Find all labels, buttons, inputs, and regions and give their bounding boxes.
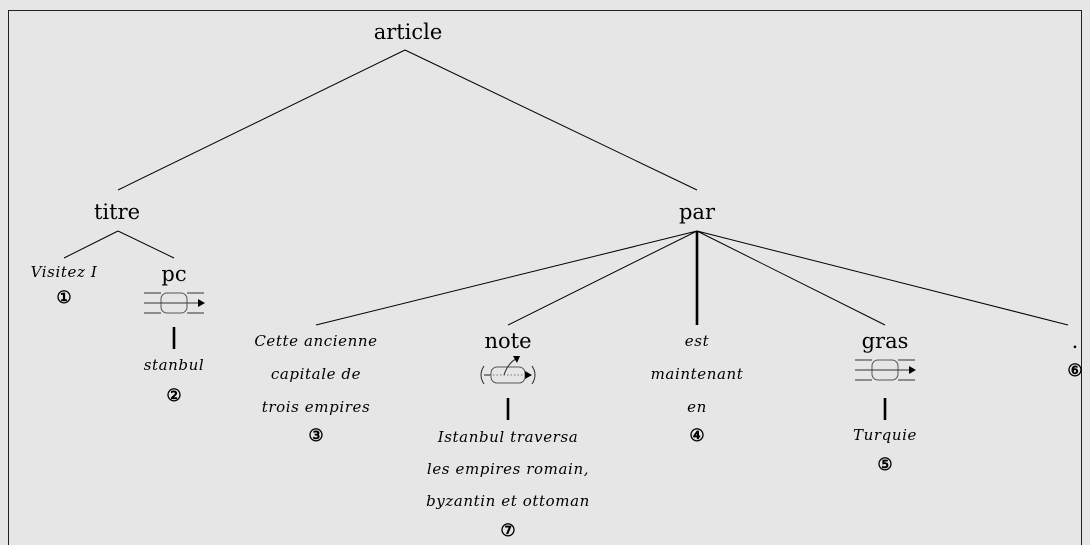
leaf-est: est maintenant en ④ bbox=[651, 332, 744, 446]
leaf-number: ① bbox=[56, 288, 71, 308]
leaf-stanbul: stanbul ② bbox=[144, 356, 205, 406]
leaf-line: trois empires bbox=[262, 398, 371, 416]
edge-par-dot bbox=[696, 230, 1069, 326]
leaf-line: Istanbul traversa bbox=[437, 428, 579, 446]
leaf-line: en bbox=[687, 398, 707, 416]
edge-titre-pc bbox=[117, 230, 175, 259]
leaf-number: ⑦ bbox=[500, 521, 515, 540]
node-pc: pc bbox=[161, 262, 186, 286]
node-gras: gras bbox=[862, 329, 909, 353]
leaf-line: Cette ancienne bbox=[254, 332, 377, 350]
leaf-number: ② bbox=[166, 386, 181, 406]
node-par: par bbox=[679, 200, 716, 224]
leaf-number: ④ bbox=[689, 426, 704, 446]
edge-titre-visitez bbox=[63, 230, 119, 259]
leaf-number: ⑥ bbox=[1067, 361, 1082, 381]
node-note: note bbox=[484, 329, 531, 353]
diagram-frame bbox=[8, 10, 1082, 545]
tree-edges bbox=[63, 49, 1069, 420]
leaf-line: capitale de bbox=[271, 365, 361, 383]
leaf-line: Turquie bbox=[853, 426, 917, 444]
inline-range-icon bbox=[855, 359, 916, 381]
leaf-cette: Cette ancienne capitale de trois empires… bbox=[254, 332, 377, 446]
leaf-turquie: Turquie ⑤ bbox=[853, 426, 917, 475]
node-article: article bbox=[374, 20, 443, 44]
leaf-visitez: Visitez I ① bbox=[31, 263, 98, 308]
detached-note-icon bbox=[480, 356, 536, 385]
leaf-line: byzantin et ottoman bbox=[426, 492, 590, 510]
leaf-number: ③ bbox=[308, 426, 323, 446]
edge-article-par bbox=[404, 49, 698, 191]
leaf-number: ⑤ bbox=[877, 455, 892, 475]
edge-par-gras bbox=[696, 230, 886, 326]
edge-par-note bbox=[507, 230, 698, 326]
edge-par-cette bbox=[315, 230, 698, 326]
leaf-line: maintenant bbox=[651, 365, 744, 383]
leaf-dot: ⑥ bbox=[1067, 361, 1082, 381]
edge-article-titre bbox=[117, 49, 406, 191]
leaf-line: Visitez I bbox=[31, 263, 98, 281]
leaf-line: stanbul bbox=[144, 356, 205, 374]
inline-range-icon bbox=[144, 292, 205, 314]
leaf-line: est bbox=[685, 332, 710, 350]
leaf-line: les empires romain, bbox=[427, 460, 589, 478]
node-dot: . bbox=[1072, 329, 1079, 353]
leaf-istanbul: Istanbul traversa les empires romain, by… bbox=[426, 428, 590, 540]
node-titre: titre bbox=[94, 200, 140, 224]
